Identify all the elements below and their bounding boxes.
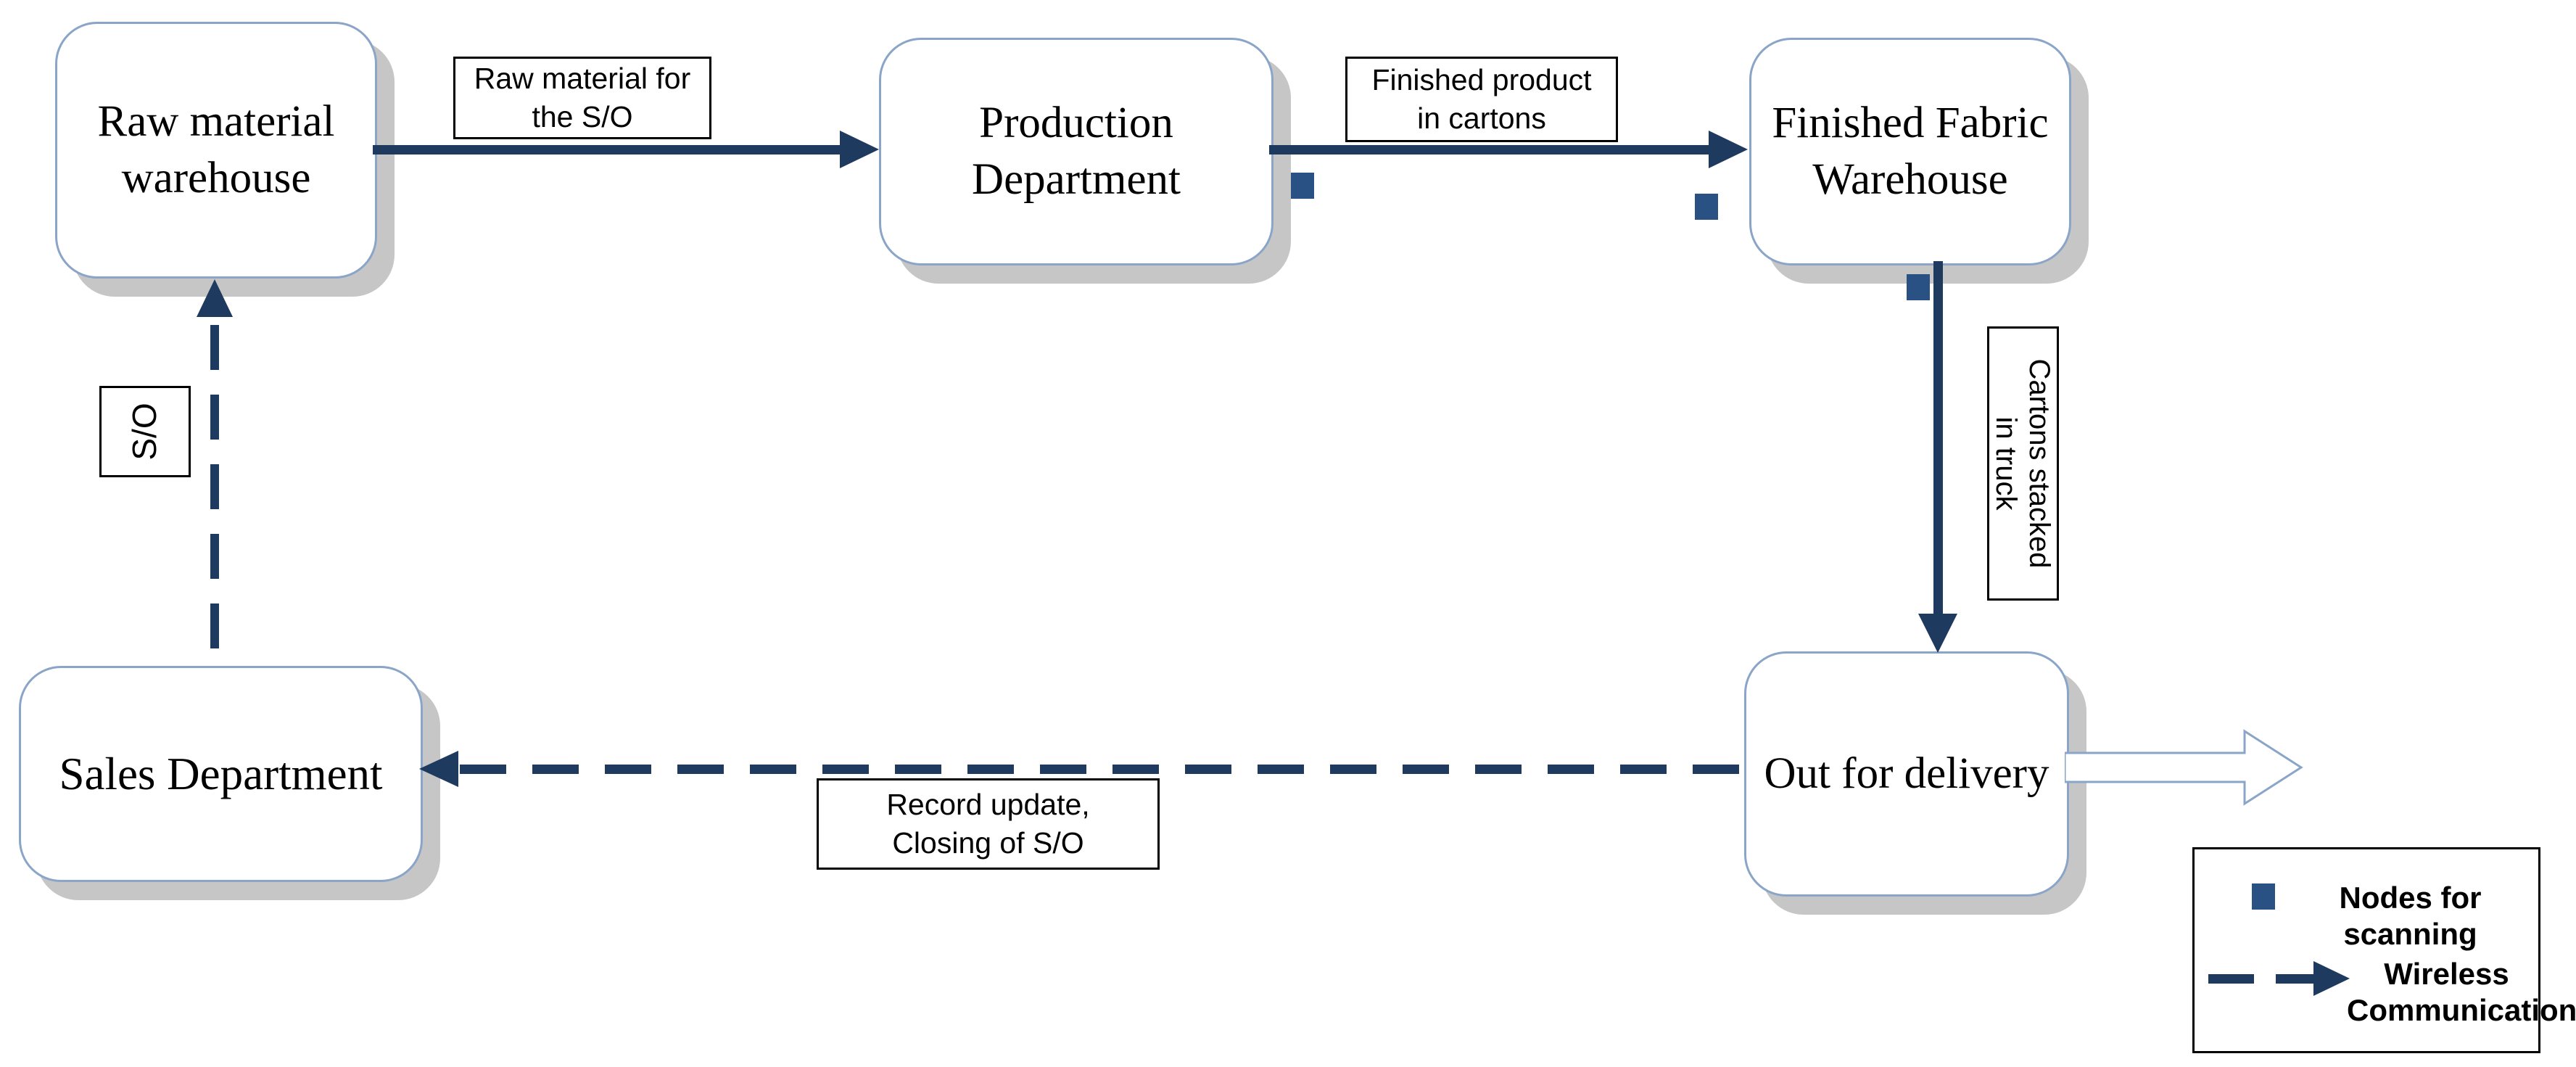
arrow-down-icon [1918,614,1957,653]
arrow-raw-to-production-line [373,145,846,155]
edge-label-warehouse-to-delivery: Cartons stacked in truck [1987,326,2059,601]
edge-label-sales-to-raw: S/O [99,386,191,477]
edge-label-production-to-warehouse: Finished product in cartons [1345,57,1618,142]
edge-label-delivery-to-sales: Record update, Closing of S/O [817,778,1160,870]
legend-dash [2276,974,2313,984]
legend-dash [2208,974,2254,984]
edge-label-raw-to-production: Raw material for the S/O [453,57,711,139]
arrow-production-to-warehouse-line [1269,145,1712,155]
node-production-department: Production Department [879,38,1273,265]
legend-scan-node-icon [2252,883,2275,910]
legend: Nodes for scanning Wireless Communicatio… [2192,847,2576,1053]
dashed-line-horizontal [460,765,1744,774]
node-raw-material-warehouse: Raw material warehouse [55,22,377,279]
edge-label-sales-to-raw-wrap: S/O [99,386,191,477]
arrow-right-icon [1709,131,1748,168]
arrow-right-icon [840,131,879,168]
scan-node-icon [1907,274,1930,300]
edge-label-warehouse-to-delivery-wrap: Cartons stacked in truck [1987,326,2059,601]
arrow-left-icon [419,751,458,787]
dashed-line-vertical [210,325,219,666]
legend-wireless-label: Wireless Communication [2347,957,2576,1027]
arrow-warehouse-to-delivery-line [1933,261,1943,617]
scan-node-icon [1291,173,1314,199]
node-out-for-delivery: Out for delivery [1744,651,2069,897]
legend-arrow-right-icon [2313,961,2350,996]
node-sales-department: Sales Department [19,666,423,882]
arrow-up-icon [197,279,233,317]
block-arrow-out-icon [2065,729,2303,806]
legend-scan-nodes-label: Nodes for scanning [2339,881,2482,951]
scan-node-icon [1695,194,1718,220]
node-finished-fabric-warehouse: Finished Fabric Warehouse [1749,38,2071,265]
